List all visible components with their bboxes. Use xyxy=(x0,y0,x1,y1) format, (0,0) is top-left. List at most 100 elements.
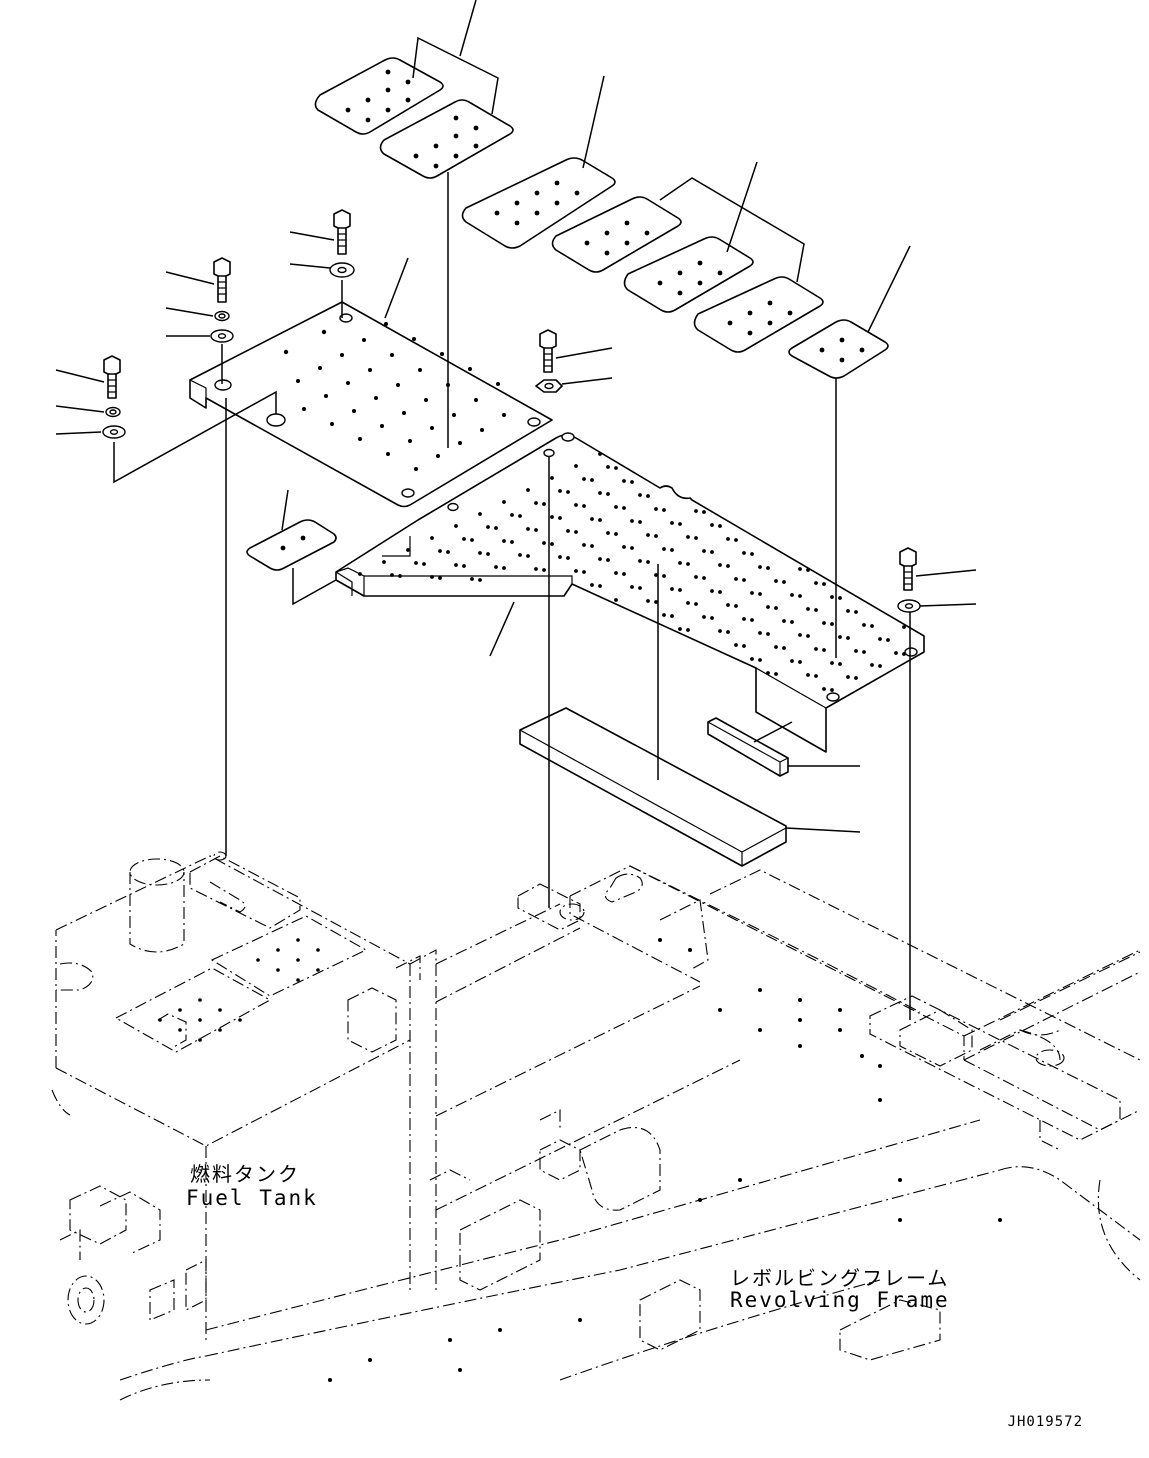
perforation-dot xyxy=(542,568,546,572)
perforation-dot xyxy=(742,578,746,582)
perforation-dot xyxy=(782,646,786,650)
perforation-dot xyxy=(638,586,642,590)
perforation-dot xyxy=(806,634,810,638)
perforation-dot xyxy=(814,608,818,612)
perforation-dot xyxy=(838,635,842,639)
perforation-dot xyxy=(694,509,698,513)
perforation-dot xyxy=(534,501,538,505)
perforation-dot xyxy=(502,566,506,570)
perforation-dot xyxy=(574,503,578,507)
perforation-dot xyxy=(774,645,778,649)
perforation-dot xyxy=(478,512,482,516)
perforation-dot xyxy=(798,633,802,637)
perforation-dot xyxy=(646,533,650,537)
perforation-dot xyxy=(558,489,562,493)
perforation-dot xyxy=(886,638,890,642)
perforation-dot xyxy=(806,607,810,611)
perforation-dot xyxy=(758,592,762,596)
perforation-dot xyxy=(590,544,594,548)
perforation-dot xyxy=(486,552,490,556)
perforation-dot xyxy=(758,565,762,569)
perforation-dot xyxy=(662,574,666,578)
perforation-dot xyxy=(582,477,586,481)
perforation-dot xyxy=(806,673,810,677)
perforation-dot xyxy=(798,660,802,664)
drawing-number: JH019572 xyxy=(1007,1414,1083,1430)
perforation-dot xyxy=(534,528,538,532)
perforation-dot xyxy=(710,550,714,554)
perforation-dot xyxy=(598,452,602,456)
bolt-set-top xyxy=(289,209,355,318)
perforation-dot xyxy=(606,492,610,496)
perforation-dot xyxy=(830,688,834,692)
perforation-dot xyxy=(710,589,714,593)
perforation-dot xyxy=(566,556,570,560)
perforation-dot xyxy=(862,623,866,627)
perforation-dot xyxy=(718,590,722,594)
perforation-dot xyxy=(510,513,514,517)
perforation-dot xyxy=(894,651,898,655)
perforation-dot xyxy=(646,560,650,564)
perforation-dot xyxy=(582,543,586,547)
perforation-dot xyxy=(718,629,722,633)
perforation-dot xyxy=(734,538,738,542)
perforation-dot xyxy=(598,584,602,588)
perforation-dot xyxy=(494,526,498,530)
perforation-dot xyxy=(430,575,434,579)
bolt-set-left-1 xyxy=(165,257,234,384)
perforation-dot xyxy=(438,549,442,553)
perforation-dot xyxy=(550,476,554,480)
perforation-dot xyxy=(638,520,642,524)
perforation-dot xyxy=(358,572,362,576)
perforation-dot xyxy=(670,614,674,618)
fuel-tank-label-en: Fuel Tank xyxy=(186,1186,318,1210)
perforation-dot xyxy=(774,672,778,676)
perforation-dot xyxy=(558,555,562,559)
perforation-dot xyxy=(478,578,482,582)
perforation-dot xyxy=(838,662,842,666)
perforation-dot xyxy=(638,559,642,563)
perforation-dot xyxy=(878,637,882,641)
perforation-dot xyxy=(694,602,698,606)
bolt-set-left-2 xyxy=(55,355,277,484)
perforation-dot xyxy=(822,621,826,625)
bolt-set-right xyxy=(897,547,977,613)
perforation-dot xyxy=(822,687,826,691)
perforation-dot xyxy=(758,631,762,635)
perforation-dot xyxy=(510,540,514,544)
perforation-dot xyxy=(750,618,754,622)
perforation-dot xyxy=(478,551,482,555)
perforation-dot xyxy=(622,572,626,576)
perforation-dot xyxy=(734,604,738,608)
perforation-dot xyxy=(414,561,418,565)
perforation-dot xyxy=(750,591,754,595)
perforation-dot xyxy=(702,549,706,553)
small-pad xyxy=(246,489,337,606)
perforation-dot xyxy=(878,664,882,668)
perforation-dot xyxy=(782,619,786,623)
perforation-dot xyxy=(686,628,690,632)
perforation-dot xyxy=(678,627,682,631)
perforation-dot xyxy=(854,610,858,614)
perforation-dot xyxy=(838,596,842,600)
perforation-dot xyxy=(454,563,458,567)
revolving-frame xyxy=(119,865,1141,1401)
perforation-dot xyxy=(502,539,506,543)
perforation-dot xyxy=(606,465,610,469)
perforation-dot xyxy=(550,515,554,519)
perforation-dot xyxy=(662,613,666,617)
perforation-dot xyxy=(398,574,402,578)
perforation-dot xyxy=(670,587,674,591)
perforation-dot xyxy=(846,609,850,613)
perforation-dot xyxy=(694,575,698,579)
fuel-tank-label-jp: 燃料タンク xyxy=(190,1162,300,1186)
perforation-dot xyxy=(726,630,730,634)
revolving-frame-label-en: Revolving Frame xyxy=(730,1288,950,1312)
perforation-dot xyxy=(406,548,410,552)
foam-pad-long xyxy=(519,707,861,867)
perforation-dot xyxy=(854,676,858,680)
perforation-dot xyxy=(574,569,578,573)
perforation-dot xyxy=(518,553,522,557)
perforation-dot xyxy=(614,466,618,470)
